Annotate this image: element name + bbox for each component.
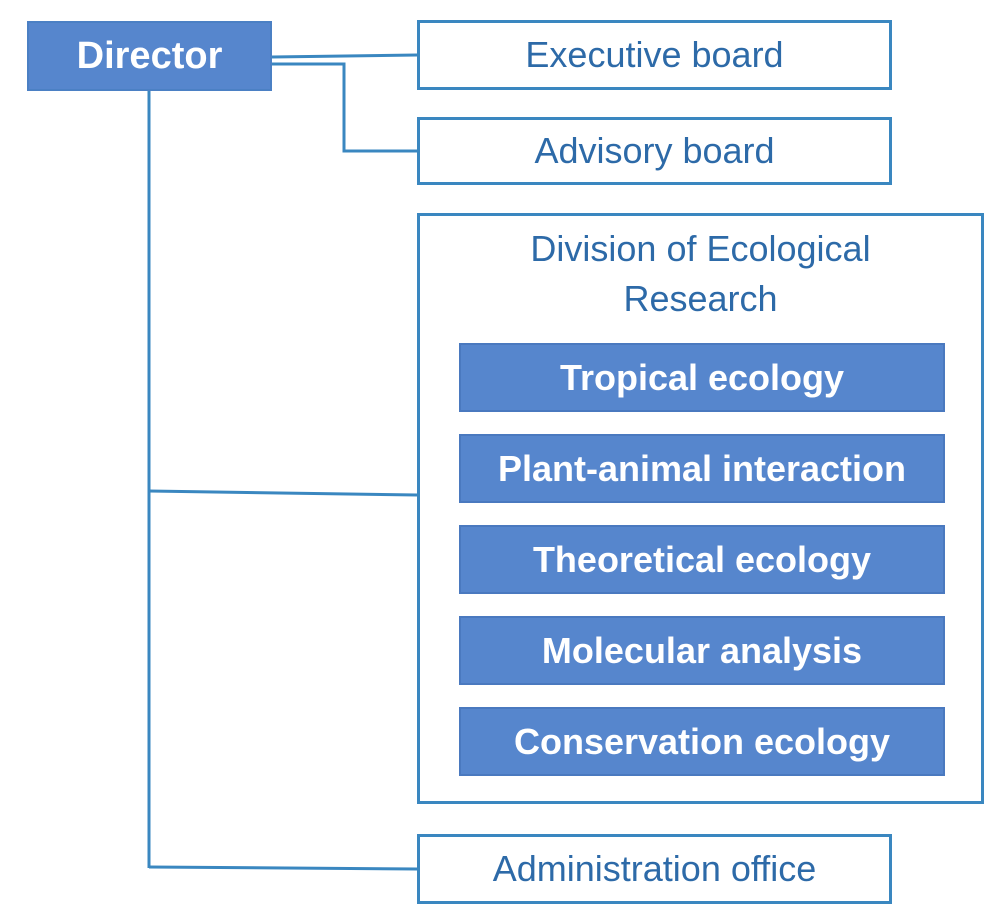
unit-theoretical-ecology: Theoretical ecology	[459, 525, 945, 594]
connector-trunk-admin	[148, 865, 418, 871]
administration-office-box: Administration office	[417, 834, 892, 904]
connector-trunk-division	[148, 489, 418, 497]
division-box	[417, 213, 984, 804]
division-title-line2: Research	[623, 278, 778, 319]
connector-director-advisory	[272, 62, 417, 153]
unit-molecular-analysis: Molecular analysis	[459, 616, 945, 685]
division-title: Division of Ecological Research	[417, 224, 984, 324]
unit-plant-animal-interaction: Plant-animal interaction	[459, 434, 945, 503]
director-box: Director	[27, 21, 272, 91]
advisory-board-box: Advisory board	[417, 117, 892, 185]
unit-conservation-ecology: Conservation ecology	[459, 707, 945, 776]
connector-director-executive	[271, 53, 418, 59]
division-title-line1: Division of Ecological	[530, 228, 871, 269]
executive-board-box: Executive board	[417, 20, 892, 90]
unit-tropical-ecology: Tropical ecology	[459, 343, 945, 412]
